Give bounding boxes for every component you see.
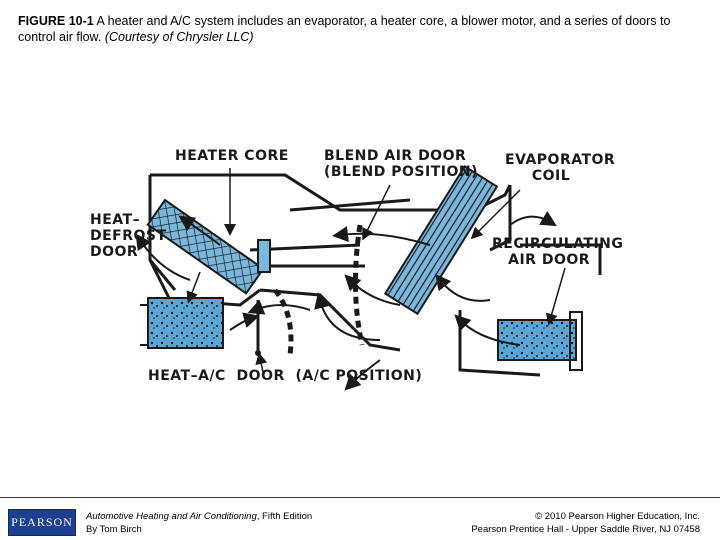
heat-ac-door: [273, 288, 294, 356]
blower-motor-right: [497, 311, 583, 371]
footer-book-info: Automotive Heating and Air Conditioning,…: [86, 510, 312, 536]
blend-air-door: [257, 239, 365, 273]
caption-text: A heater and A/C system includes an evap…: [18, 14, 671, 44]
blower-motor-left: [140, 297, 224, 349]
label-heat-defrost-door: HEAT– DEFROST DOOR: [90, 212, 167, 260]
label-heater-core: HEATER CORE: [175, 148, 289, 164]
publisher-text: Pearson Prentice Hall - Upper Saddle Riv…: [471, 524, 700, 535]
label-recirculating-air-door: RECIRCULATING AIR DOOR: [492, 236, 624, 268]
pearson-logo: PEARSON: [8, 509, 76, 536]
hvac-diagram-drawing: [135, 165, 602, 391]
footer-divider: [0, 497, 720, 498]
label-blend-air-door: BLEND AIR DOOR (BLEND POSITION): [324, 148, 478, 180]
book-edition: , Fifth Edition: [256, 511, 313, 522]
evaporator-coil: [383, 165, 499, 316]
hvac-housing: [148, 173, 602, 377]
hvac-diagram: HEATER CORE BLEND AIR DOOR (BLEND POSITI…: [80, 140, 624, 400]
label-evaporator-coil: EVAPORATOR COIL: [505, 152, 616, 184]
copyright-text: © 2010 Pearson Higher Education, Inc.: [535, 511, 700, 522]
book-author: By Tom Birch: [86, 524, 142, 535]
leader-lines: [186, 168, 566, 373]
heater-core: [146, 198, 265, 295]
label-heat-ac-door: HEAT–A/C DOOR (A/C POSITION): [148, 368, 423, 384]
book-title: Automotive Heating and Air Conditioning: [86, 511, 257, 522]
caption-credit: (Courtesy of Chrysler LLC): [104, 30, 254, 44]
airflow-arrows: [135, 211, 557, 391]
figure-number: FIGURE 10-1: [18, 14, 94, 28]
pearson-logo-text: PEARSON: [11, 515, 73, 529]
footer-publisher-info: © 2010 Pearson Higher Education, Inc. Pe…: [471, 510, 700, 536]
figure-caption: FIGURE 10-1 A heater and A/C system incl…: [18, 13, 708, 45]
